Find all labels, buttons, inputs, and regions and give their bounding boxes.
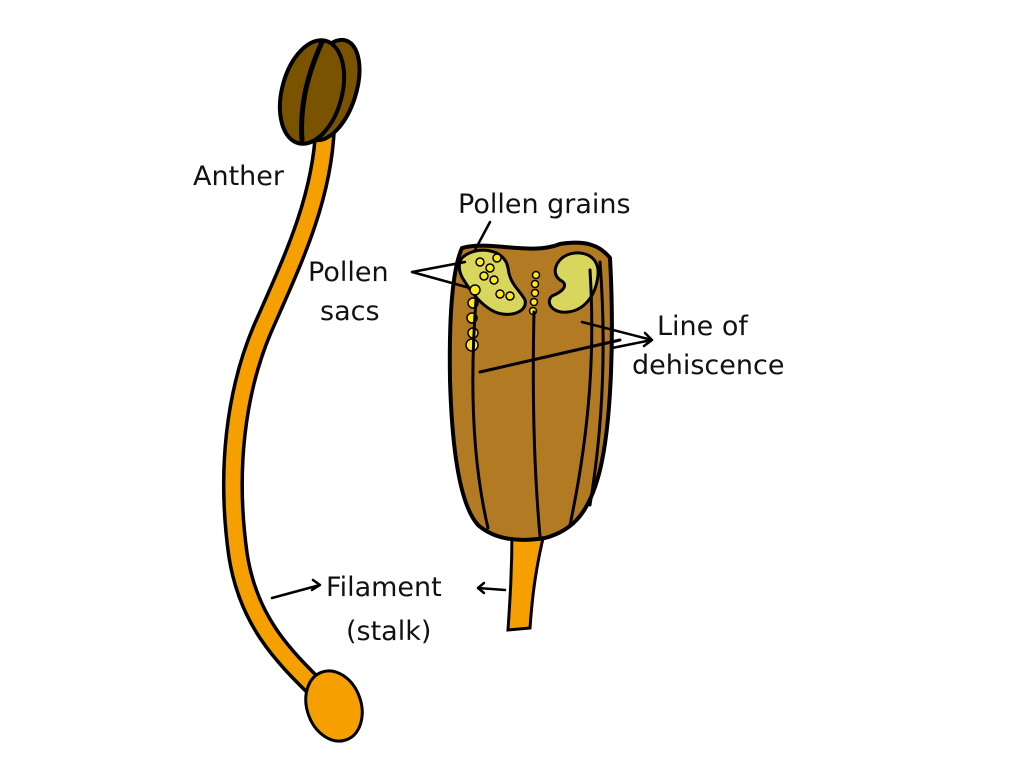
filament-short: [506, 528, 547, 632]
dehiscence-line: [478, 338, 622, 374]
filament: [225, 120, 333, 698]
label-pointers: [270, 220, 654, 600]
label-dehiscence-2: dehiscence: [632, 350, 784, 381]
anther-ridges: [471, 260, 605, 538]
label-filament-1: Filament: [326, 572, 442, 603]
anther-groove: [299, 39, 325, 143]
whole-stamen: [222, 37, 364, 743]
label-pollen-sacs-1: Pollen: [308, 257, 389, 288]
label-filament-2: (stalk): [346, 616, 431, 647]
anther-section: [447, 240, 622, 632]
anther-lobe-front: [277, 38, 347, 146]
label-pollen-grains: Pollen grains: [458, 189, 631, 220]
label-pollen-sacs-2: sacs: [320, 296, 380, 327]
filament-base-bulb: [304, 669, 364, 743]
label-dehiscence-1: Line of: [657, 311, 749, 342]
pollen-sac-right: [547, 251, 600, 314]
anther-body: [447, 240, 614, 542]
label-anther: Anther: [193, 161, 285, 192]
